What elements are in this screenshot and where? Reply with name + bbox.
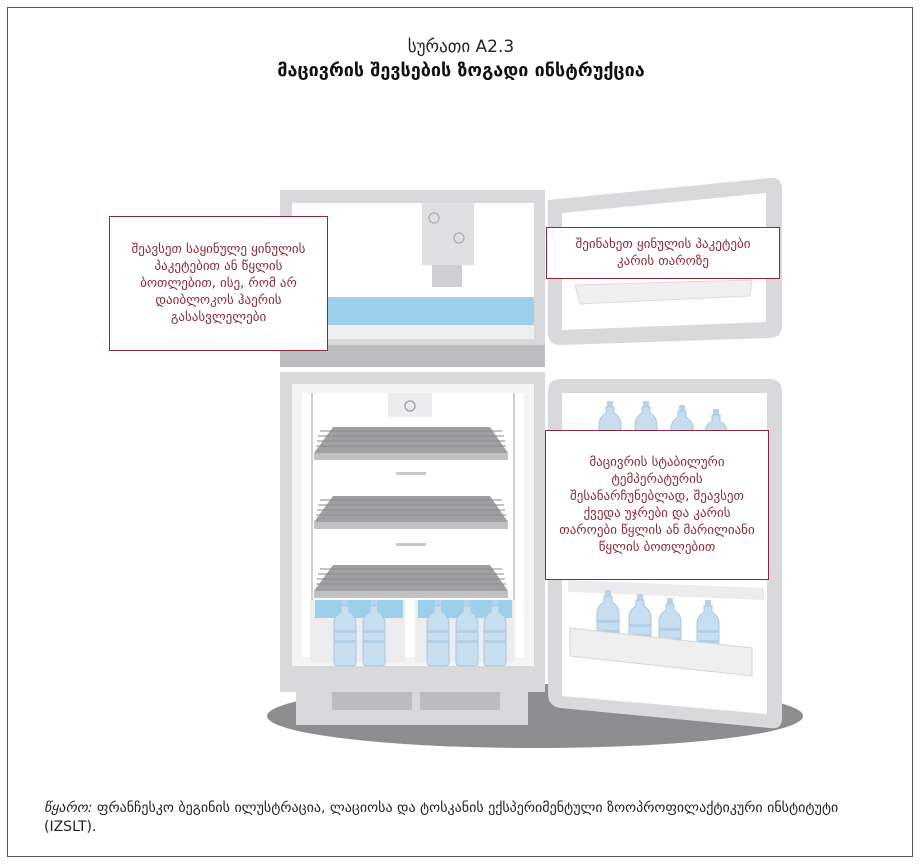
freezer-bottom-trim [292, 325, 534, 339]
source-note: წყარო: ფრანჩესკო ბეგინის ილუსტრაცია, ლაც… [44, 799, 884, 837]
fridge-shelf [314, 427, 508, 460]
callout-fridge: მაცივრის სტაბილური ტემპერატურის შესანარჩ… [545, 430, 769, 580]
callout-freezer-door: შეინახეთ ყინულის პაკეტები კარის თაროზე [546, 227, 780, 279]
callout-freezer: შეავსეთ საყინულე ყინულის პაკეტებით ან წყ… [109, 216, 328, 351]
fridge-shelf [314, 496, 508, 529]
compartment-divider [280, 345, 545, 367]
figure-label: სურათი A2.3 [407, 37, 515, 57]
door-shelf-bin [569, 627, 753, 677]
fridge-shelf [314, 565, 508, 598]
source-text: ფრანჩესკო ბეგინის ილუსტრაცია, ლაციოსა და… [44, 800, 839, 835]
figure-title: მაცივრის შევსების ზოგადი ინსტრუქცია [277, 60, 645, 81]
freezer-water [292, 297, 534, 325]
source-label: წყარო: [44, 800, 93, 816]
freezer-evaporator [422, 203, 474, 265]
